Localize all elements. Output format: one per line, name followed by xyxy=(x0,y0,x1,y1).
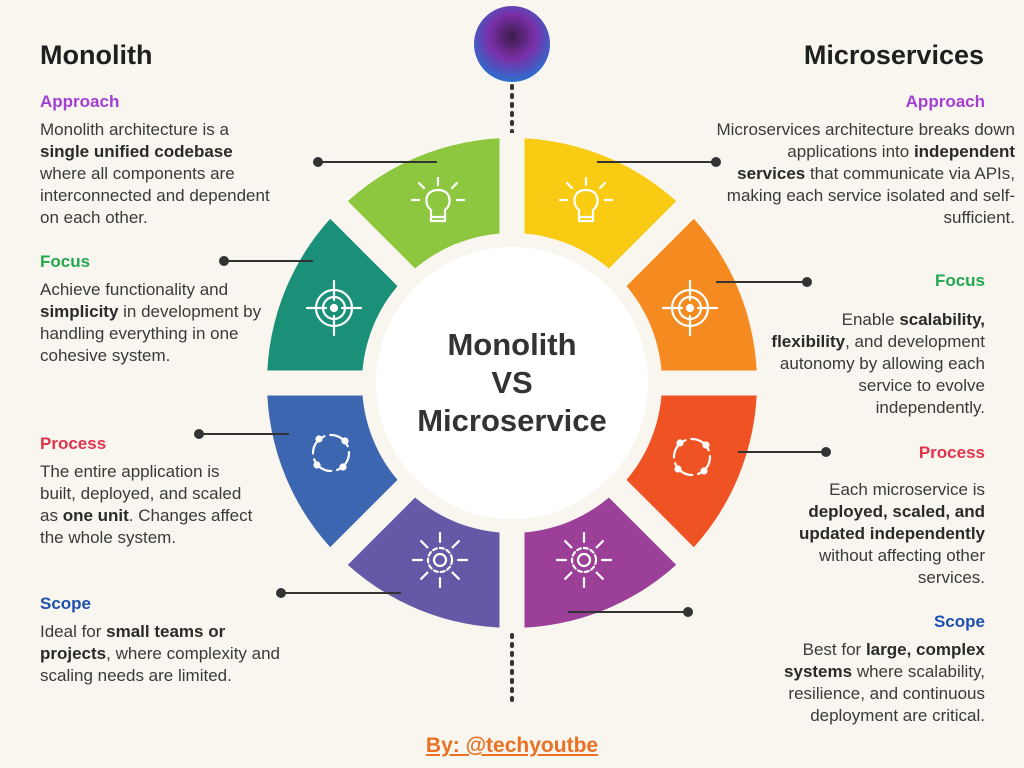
connector-dot xyxy=(219,256,229,266)
lightbulb-icon xyxy=(410,176,466,223)
cycle-icon xyxy=(672,437,712,477)
center-title-line3: Microservice xyxy=(417,403,607,438)
connector-dot xyxy=(711,157,721,167)
microservices-title: Microservices xyxy=(803,40,984,70)
microservices-scope-heading: Scope xyxy=(933,612,985,631)
monolith-title: Monolith xyxy=(40,40,153,70)
connector-dot xyxy=(313,157,323,167)
connector-dot xyxy=(802,277,812,287)
target-icon xyxy=(305,279,363,337)
monolith-scope-text: Ideal for small teams or projects, where… xyxy=(40,622,281,685)
lightbulb-icon xyxy=(558,176,614,223)
center-circle xyxy=(376,247,648,519)
gear-arrows-icon xyxy=(411,531,469,589)
monolith-process-text: The entire application is built, deploye… xyxy=(40,462,253,547)
microservices-process-heading: Process xyxy=(918,443,985,462)
microservices-scope-text: Best for large, complex systems where sc… xyxy=(784,640,985,725)
monolith-focus-text: Achieve functionality and simplicity in … xyxy=(40,280,262,365)
microservices-approach-text: Microservices architecture breaks down a… xyxy=(716,120,1015,227)
center-title-line2: VS xyxy=(491,365,533,400)
center-title-line1: Monolith xyxy=(447,327,577,362)
monolith-approach-text: Monolith architecture is a single unifie… xyxy=(40,120,270,227)
monolith-process-heading: Process xyxy=(40,434,107,453)
microservices-process-text: Each microservice is deployed, scaled, a… xyxy=(798,480,985,587)
connector-dot xyxy=(821,447,831,457)
connector-dot xyxy=(683,607,693,617)
cycle-icon xyxy=(311,433,351,473)
target-icon xyxy=(661,279,719,337)
avatar xyxy=(474,6,550,82)
microservices-focus-heading: Focus xyxy=(934,271,985,290)
author-credit-link[interactable]: By: @techyoutbe xyxy=(425,734,599,757)
microservices-approach-heading: Approach xyxy=(905,92,985,111)
microservices-focus-text: Enable scalability, flexibility, and dev… xyxy=(771,310,985,417)
monolith-scope-heading: Scope xyxy=(40,594,92,613)
connector-dot xyxy=(276,588,286,598)
monolith-focus-heading: Focus xyxy=(40,252,91,271)
center-title: Monolith VS Microservice xyxy=(377,326,647,440)
gear-arrows-icon xyxy=(555,531,613,589)
connector-dot xyxy=(194,429,204,439)
monolith-approach-heading: Approach xyxy=(40,92,120,111)
